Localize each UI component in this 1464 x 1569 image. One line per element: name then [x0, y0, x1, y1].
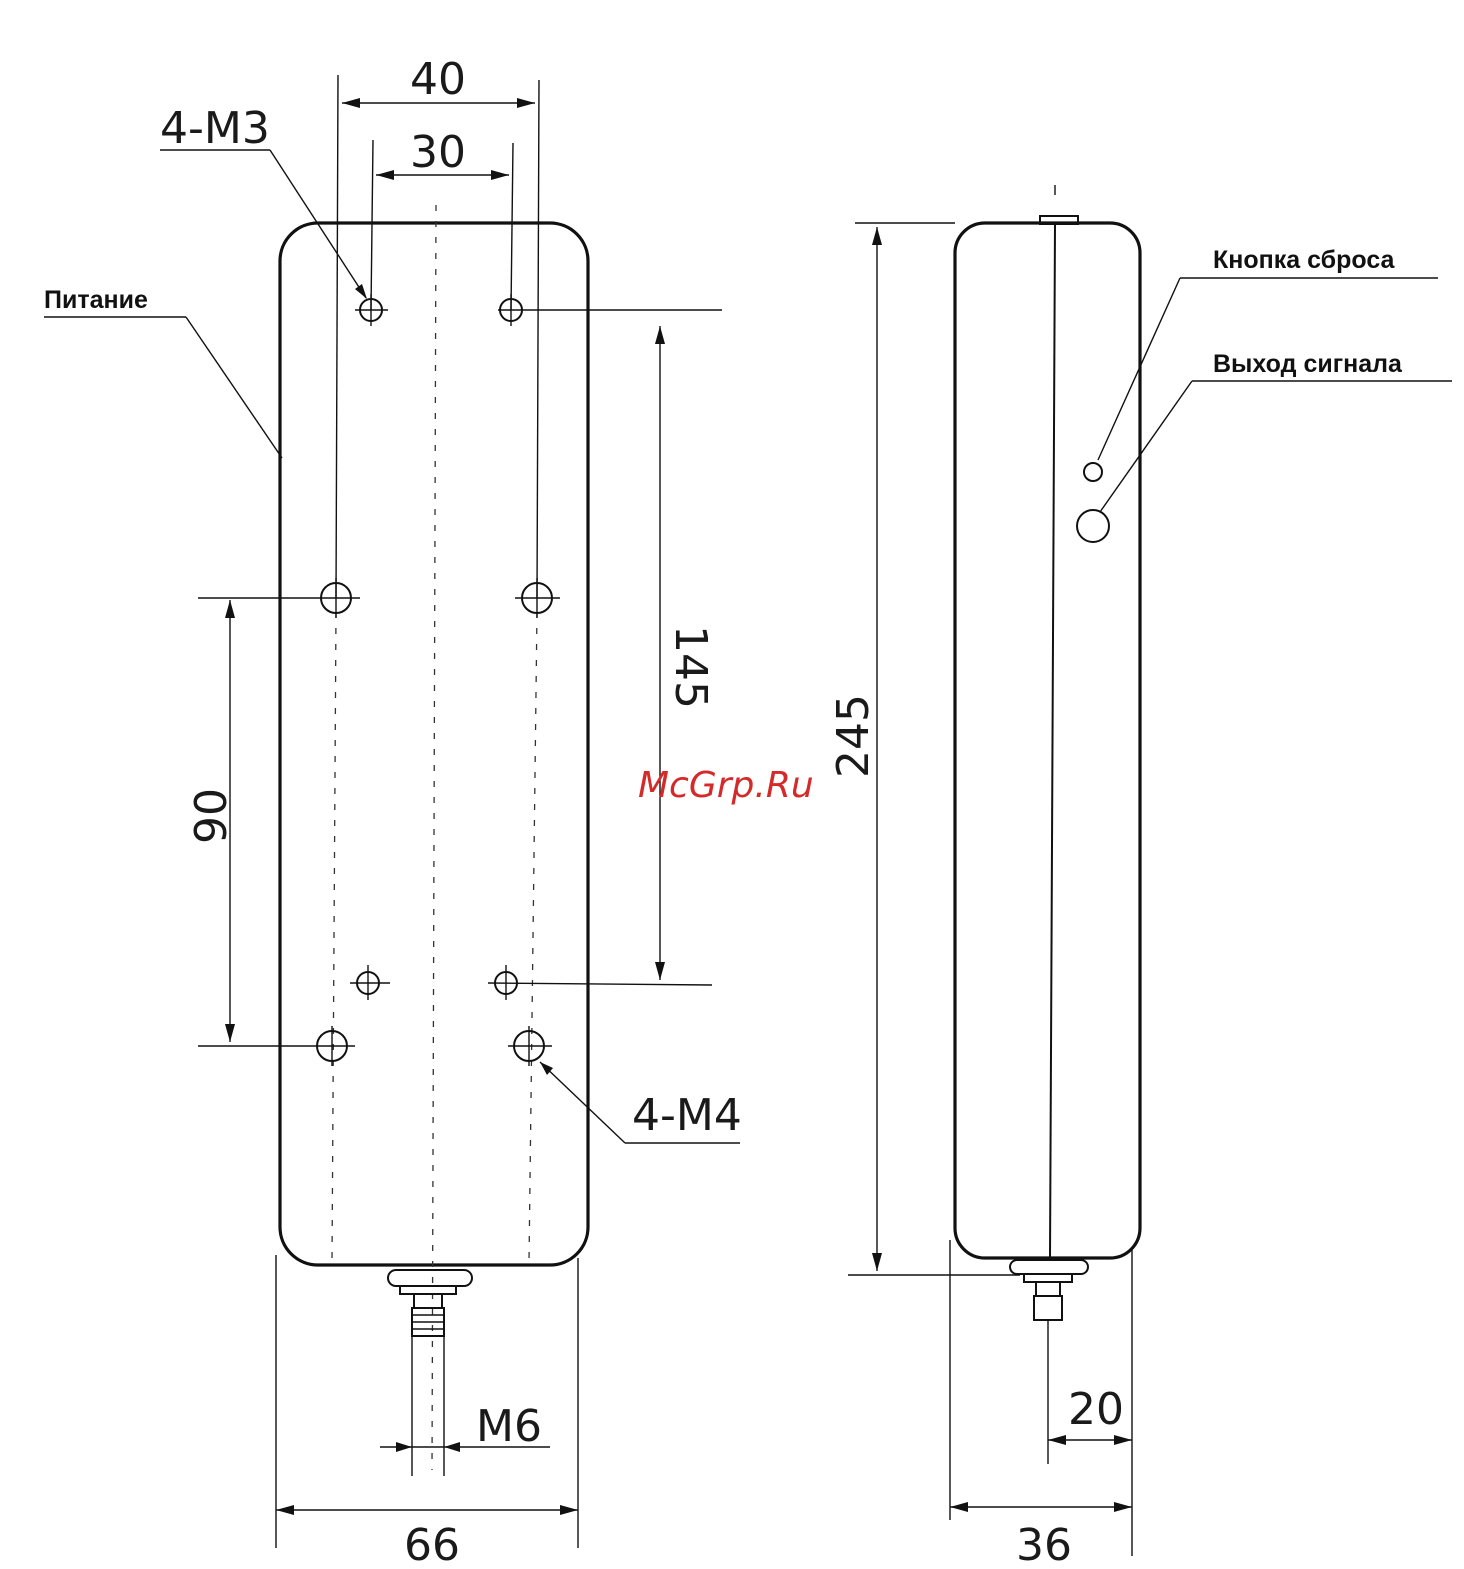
front-view: 40 30 4-M3 Питание: [44, 54, 742, 1569]
arrow: [376, 170, 394, 180]
dim-label-245: 245: [828, 694, 879, 778]
arrow: [491, 170, 509, 180]
signal-output-hole: [1077, 510, 1109, 542]
ext-line-40-right: [537, 80, 539, 598]
arrow: [225, 1024, 235, 1042]
front-centerline: [432, 205, 436, 1470]
arrow: [872, 227, 882, 245]
hole-m4-lower-left: [198, 1026, 355, 1066]
dim-label-36: 36: [1016, 1520, 1072, 1569]
dim-label-20: 20: [1068, 1384, 1124, 1435]
hole-m3-lower-right: [488, 965, 712, 1000]
callout-reset-button: Кнопка сброса: [1213, 246, 1396, 274]
arrow: [560, 1505, 578, 1515]
dim-label-66: 66: [404, 1520, 460, 1569]
ext-line-30-left: [371, 140, 373, 310]
arrow: [655, 962, 665, 980]
callout-power: Питание: [44, 286, 148, 314]
side-parting-line: [1050, 223, 1055, 1258]
hole-m3-lower-left: [350, 965, 390, 1000]
leader-line-signal: [1100, 381, 1192, 512]
arrow: [950, 1502, 968, 1512]
arrow: [396, 1442, 412, 1452]
dim-label-145: 145: [665, 625, 716, 709]
callout-4-m4: 4-M4: [632, 1090, 742, 1141]
arrow: [872, 1253, 882, 1271]
arrow: [1114, 1502, 1132, 1512]
hole-m4-lower-right: [508, 1026, 552, 1066]
front-connector: [388, 1270, 472, 1336]
dim-label-30: 30: [410, 127, 466, 178]
watermark: McGrp.Ru: [638, 765, 814, 806]
arrow: [355, 284, 367, 299]
ext-line-30-right: [511, 143, 513, 310]
arrow: [342, 98, 360, 108]
side-body-outline: [955, 223, 1140, 1258]
front-body-outline: [280, 223, 588, 1265]
arrow: [655, 326, 665, 344]
side-connector: [1010, 1260, 1088, 1320]
arrow: [444, 1442, 460, 1452]
dim-label-m6: M6: [476, 1401, 542, 1452]
hole-m3-top-left: [355, 294, 388, 326]
hole-m3-top-right: [498, 294, 722, 326]
dim-label-40: 40: [410, 54, 466, 105]
side-view: 245 Кнопка сброса Выход сигнала 36 20: [828, 185, 1452, 1569]
right-hole-centerline: [529, 612, 537, 1262]
dim-label-90: 90: [186, 788, 237, 844]
arrow: [276, 1505, 294, 1515]
ext-line-40-left: [336, 75, 338, 598]
reset-button-hole: [1084, 463, 1102, 481]
callout-signal-output: Выход сигнала: [1213, 350, 1403, 378]
left-hole-centerline: [332, 612, 336, 1262]
callout-4-m3: 4-M3: [160, 103, 270, 154]
arrow: [1048, 1435, 1066, 1445]
arrow: [517, 98, 535, 108]
arrow: [1114, 1435, 1132, 1445]
arrow: [225, 600, 235, 618]
hole-m4-upper-right: [515, 578, 560, 618]
leader-line-power: [186, 317, 282, 458]
leader-line-4-m4: [540, 1062, 625, 1143]
